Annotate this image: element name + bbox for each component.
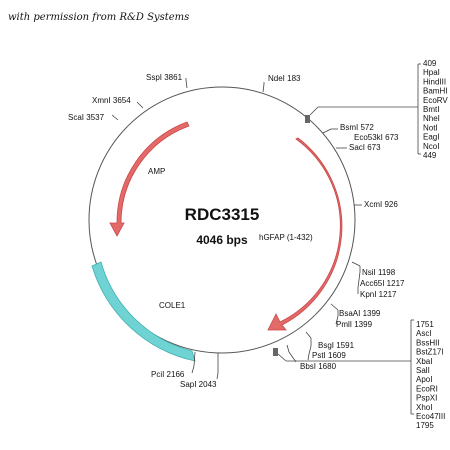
site-sspi: SspI 3861	[146, 73, 183, 82]
site-acc65i: Acc65I 1217	[360, 279, 405, 288]
mcs-top-item: HpaI	[423, 68, 440, 77]
mcs-bottom-item: ApoI	[416, 375, 432, 384]
cole1-label: COLE1	[159, 301, 186, 310]
mcs-bottom-item: Eco47III	[416, 412, 445, 421]
hgfap-feature-arrow	[267, 137, 343, 331]
plasmid-name: RDC3315	[185, 205, 260, 224]
site-bbsi: BbsI 1680	[300, 362, 337, 371]
mcs-top-item: 409	[423, 59, 437, 68]
site-nsii: NsiI 1198	[362, 268, 396, 277]
site-saci: SacI 673	[349, 143, 381, 152]
mcs-top-item: EcoRV	[423, 96, 448, 105]
site-pcii: PciI 2166	[151, 370, 185, 379]
site-eco53ki: Eco53kI 673	[354, 133, 399, 142]
site-bsaai: BsaAI 1399	[339, 309, 381, 318]
mcs-bottom-item: EcoRI	[416, 384, 438, 393]
mcs-bottom-list: 1751AscIBssHIIBstZ17IXbaISalIApoIEcoRIPs…	[416, 320, 445, 430]
mcs-bottom-item: XbaI	[416, 357, 432, 366]
credit-text: with permission from R&D Systems	[8, 12, 189, 23]
mcs-bottom-item: 1795	[416, 421, 434, 430]
site-leaders	[185, 78, 361, 380]
mcs-top-item: NheI	[423, 114, 440, 123]
site-pmli: PmlI 1399	[336, 320, 373, 329]
site-scai: ScaI 3537	[68, 113, 105, 122]
mcs-top-item: EagI	[423, 133, 439, 142]
mcs-bottom-marker	[273, 348, 278, 356]
site-bsgi: BsgI 1591	[318, 341, 355, 350]
amp-feature-arrow	[109, 121, 190, 237]
mcs-bottom-item: 1751	[416, 320, 434, 329]
mcs-bottom-item: BssHII	[416, 338, 440, 347]
amp-label: AMP	[148, 167, 165, 176]
mcs-top-item: BmtI	[423, 105, 439, 114]
site-kpni: KpnI 1217	[360, 290, 397, 299]
plasmid-size: 4046 bps	[196, 233, 248, 247]
cole1-feature-arc	[91, 261, 196, 362]
mcs-bottom-item: BstZ17I	[416, 348, 444, 357]
plasmid-backbone	[88, 86, 356, 354]
mcs-top-item: NcoI	[423, 142, 439, 151]
mcs-top-item: NotI	[423, 123, 438, 132]
hgfap-label: hGFAP (1-432)	[259, 233, 313, 242]
mcs-top-bracket	[309, 63, 421, 155]
mcs-bottom-item: SalI	[416, 366, 430, 375]
site-ndei: NdeI 183	[268, 74, 301, 83]
mcs-bottom-item: AscI	[416, 329, 432, 338]
mcs-top-item: HindIII	[423, 77, 446, 86]
site-sapi: SapI 2043	[180, 380, 217, 389]
site-xmni: XmnI 3654	[92, 96, 131, 105]
mcs-bottom-bracket	[277, 319, 414, 415]
mcs-bottom-item: XhoI	[416, 403, 432, 412]
mcs-top-item: BamHI	[423, 87, 447, 96]
site-psti: PstI 1609	[312, 351, 346, 360]
mcs-bottom-item: PspXI	[416, 394, 437, 403]
mcs-top-item: 449	[423, 151, 437, 160]
mcs-top-marker	[305, 115, 310, 123]
mcs-top-list: 409HpaIHindIIIBamHIEcoRVBmtINheINotIEagI…	[423, 59, 448, 160]
site-bsmi: BsmI 572	[340, 123, 374, 132]
site-ticks	[111, 79, 362, 373]
site-xcmi: XcmI 926	[364, 200, 398, 209]
